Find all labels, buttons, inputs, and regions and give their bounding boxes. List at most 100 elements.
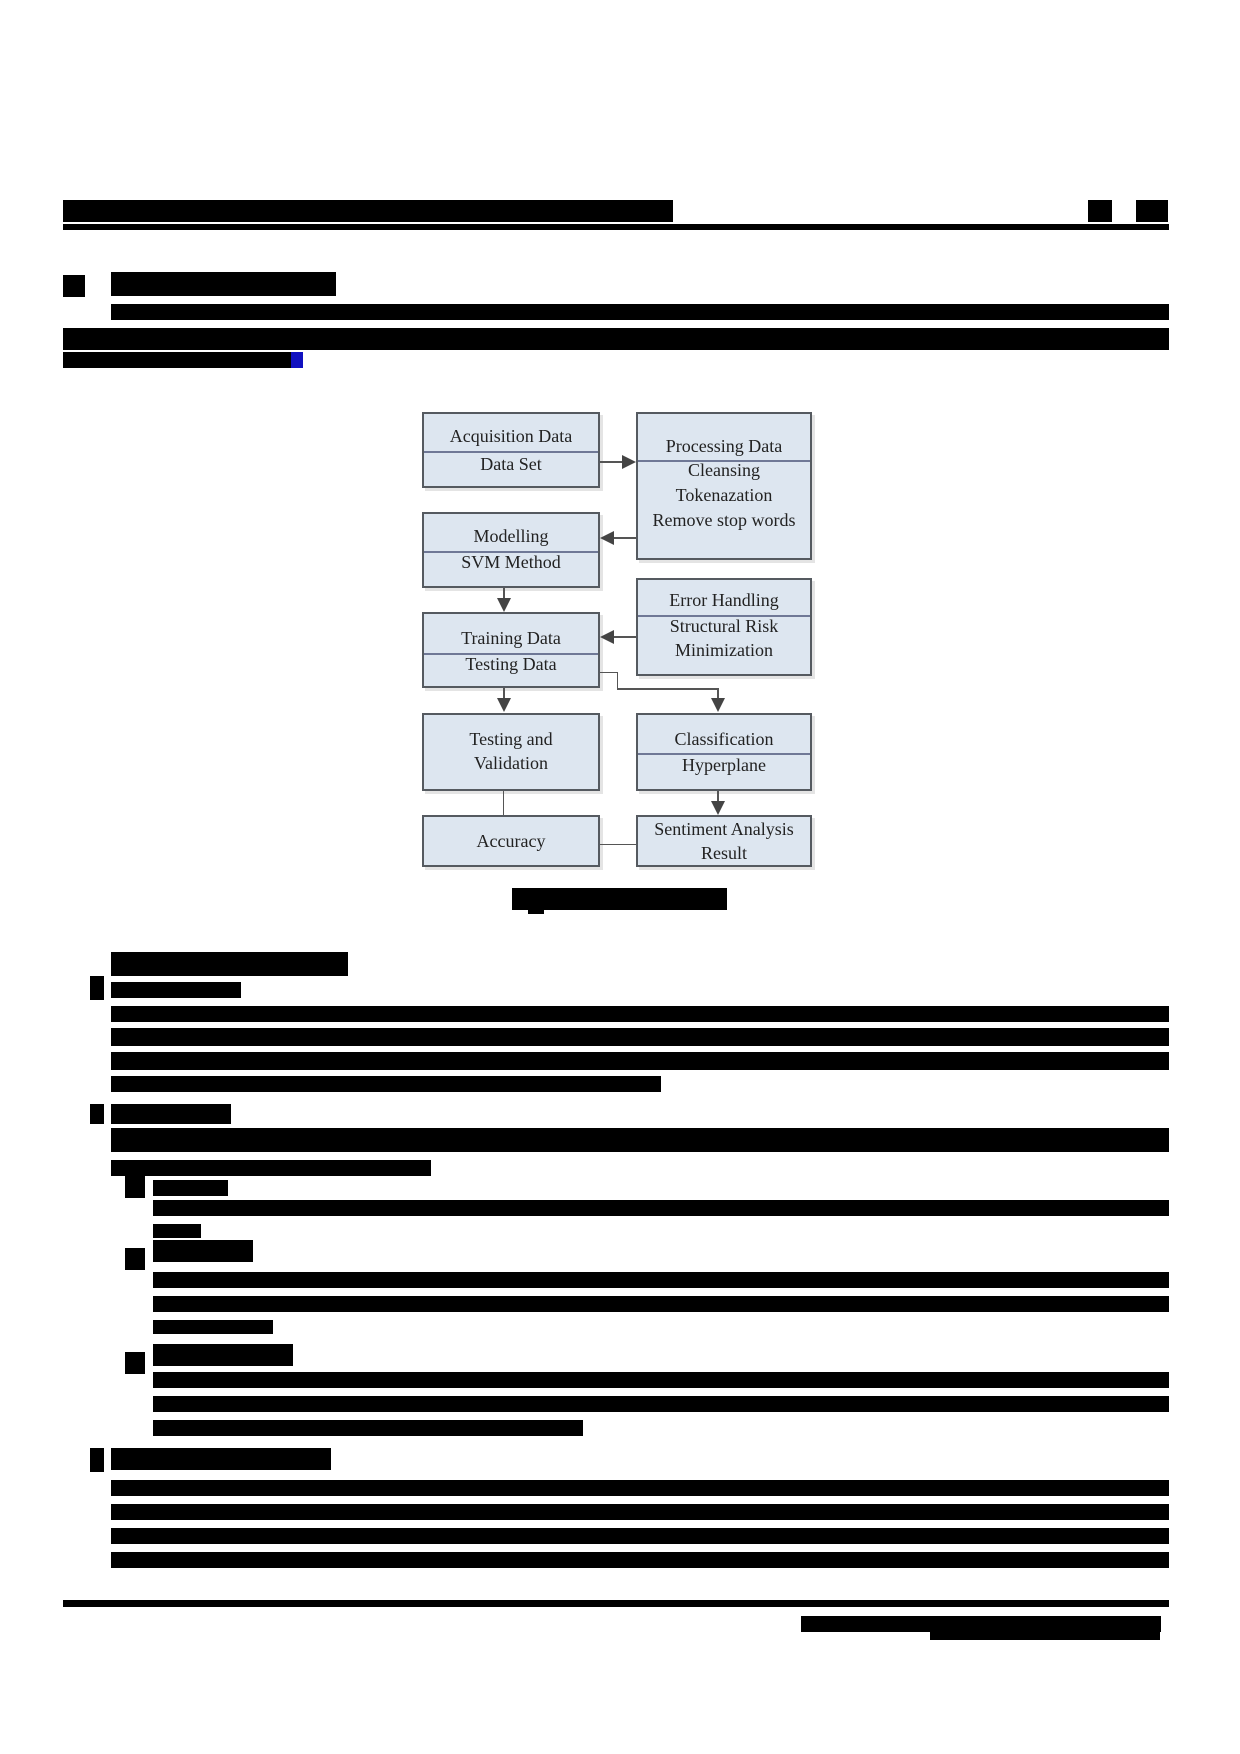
sub-heading-redacted — [153, 1344, 293, 1366]
connector-proc-to-model — [612, 537, 636, 539]
footer-text-redacted — [801, 1616, 1161, 1632]
node-body-line: Tokenazation — [675, 485, 773, 505]
text-line — [111, 1480, 1169, 1496]
text-line — [111, 1076, 661, 1092]
node-processing-data: Processing Data Cleansing Tokenazation R… — [636, 412, 812, 560]
text-line — [153, 1420, 583, 1436]
node-divider — [424, 551, 598, 553]
connector-acq-to-proc — [600, 461, 624, 463]
arrow-left-icon — [600, 630, 614, 644]
sub-marker-redacted — [125, 1352, 145, 1374]
connector-test-to-accuracy — [503, 791, 504, 815]
node-body-line: Minimization — [675, 640, 773, 660]
text-line — [111, 304, 1169, 320]
sub-heading-redacted — [153, 1240, 253, 1262]
arrow-down-icon — [497, 698, 511, 712]
sub-marker-redacted — [125, 1176, 145, 1198]
node-modelling: Modelling SVM Method — [422, 512, 600, 588]
text-line — [153, 1396, 1169, 1412]
text-line — [63, 328, 1169, 350]
list-marker-redacted — [90, 976, 104, 1000]
text-line — [153, 1200, 1169, 1216]
footer-rule — [63, 1600, 1169, 1607]
node-training-data: Training Data Testing Data — [422, 612, 600, 688]
node-body: Testing Data — [465, 654, 557, 674]
node-sentiment-result: Sentiment Analysis Result — [636, 815, 812, 867]
text-line — [111, 1528, 1169, 1544]
arrow-down-icon — [711, 801, 725, 815]
running-title-redacted — [63, 200, 673, 222]
connector-train-to-class — [717, 688, 719, 700]
node-error-handling: Error Handling Structural Risk Minimizat… — [636, 578, 812, 676]
text-line — [153, 1272, 1169, 1288]
section-number-redacted — [63, 275, 85, 297]
connector-class-to-sentiment — [717, 791, 719, 803]
node-label: Accuracy — [476, 831, 546, 851]
text-line — [111, 1128, 1169, 1152]
connector-error-to-train — [612, 636, 636, 638]
node-title: Processing Data — [665, 436, 783, 456]
text-line — [153, 1320, 273, 1334]
node-divider — [638, 615, 810, 617]
node-divider — [424, 653, 598, 655]
arrow-right-icon — [622, 455, 636, 469]
item-heading-redacted — [111, 1448, 331, 1470]
connector-train-to-class — [600, 672, 618, 673]
connector-train-to-class — [617, 688, 718, 690]
node-line: Validation — [474, 753, 548, 773]
text-line — [63, 352, 293, 368]
page-number-redacted — [1088, 200, 1112, 222]
node-body: Data Set — [480, 454, 542, 474]
node-divider — [638, 460, 810, 462]
text-line — [111, 1160, 431, 1176]
node-acquisition-data: Acquisition Data Data Set — [422, 412, 600, 488]
node-body-line: Structural Risk — [669, 616, 779, 636]
text-line — [153, 1296, 1169, 1312]
node-title: Training Data — [461, 628, 561, 648]
arrow-down-icon — [497, 598, 511, 612]
text-line — [111, 1052, 1169, 1070]
text-line — [111, 1552, 1169, 1568]
list-marker-redacted — [90, 1104, 104, 1124]
connector-train-to-test — [503, 688, 505, 700]
node-classification: Classification Hyperplane — [636, 713, 812, 791]
node-body-line: Remove stop words — [652, 510, 796, 530]
text-line — [153, 1224, 201, 1238]
node-body: Hyperplane — [682, 755, 766, 775]
node-title: Classification — [674, 729, 774, 749]
text-line — [111, 1504, 1169, 1520]
footer-text-redacted — [930, 1630, 1160, 1640]
figure-caption-redacted — [512, 888, 727, 910]
item-heading-redacted — [111, 982, 241, 998]
node-accuracy: Accuracy — [422, 815, 600, 867]
figure-reference-link[interactable] — [291, 352, 303, 368]
node-title: Modelling — [473, 526, 549, 546]
node-testing-validation: Testing and Validation — [422, 713, 600, 791]
node-divider — [424, 451, 598, 453]
connector-model-to-train — [503, 588, 505, 600]
node-line: Testing and — [469, 729, 553, 749]
node-title: Acquisition Data — [449, 426, 573, 446]
node-body-line: Cleansing — [688, 460, 760, 480]
list-marker-redacted — [90, 1448, 104, 1472]
sub-marker-redacted — [125, 1248, 145, 1270]
node-divider — [638, 753, 810, 755]
subsection-heading-redacted — [111, 952, 348, 976]
text-line — [153, 1372, 1169, 1388]
section-title-redacted — [111, 272, 336, 296]
sub-heading-redacted — [153, 1180, 228, 1196]
text-line — [111, 1006, 1169, 1022]
item-heading-redacted — [111, 1104, 231, 1124]
arrow-left-icon — [600, 531, 614, 545]
text-line — [111, 1028, 1169, 1046]
connector-sentiment-to-accuracy — [600, 844, 636, 845]
header-rule — [63, 224, 1169, 230]
figure-caption-redacted — [528, 906, 544, 914]
page-number-redacted-2 — [1136, 200, 1168, 222]
node-body: SVM Method — [461, 552, 561, 572]
node-line: Result — [700, 843, 747, 863]
node-title: Error Handling — [669, 590, 779, 610]
connector-train-to-class — [617, 672, 618, 688]
node-line: Sentiment Analysis — [654, 819, 794, 839]
arrow-down-icon — [711, 698, 725, 712]
